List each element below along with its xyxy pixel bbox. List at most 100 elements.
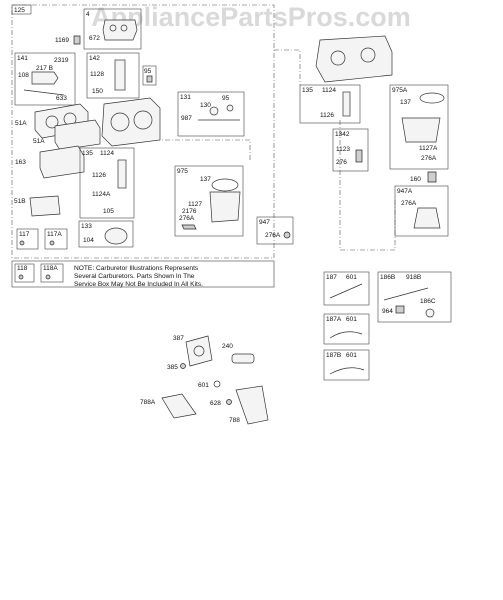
group-118a: 118A: [40, 263, 64, 283]
float-bowl-b-part: [401, 117, 441, 143]
label-2319: 2319: [54, 57, 69, 64]
routing-line-right: [339, 120, 396, 251]
group-133: 133 104: [78, 220, 134, 248]
screw-1169-part: [73, 35, 81, 45]
fuel-line-186b-part: [383, 287, 429, 301]
part-964: [395, 305, 405, 314]
label-135-right: 135: [302, 87, 313, 94]
label-1127: 1127: [188, 201, 202, 208]
cylinder-head: [315, 35, 393, 83]
label-2176: 2176: [182, 208, 197, 215]
group-135-right: 135 1124 1126: [299, 84, 361, 124]
label-187: 187: [326, 274, 337, 281]
gasket-137-part: [211, 178, 239, 192]
label-601-d: 601: [198, 382, 209, 389]
gasket-51a-hole-1: [45, 115, 59, 129]
label-964: 964: [382, 308, 393, 315]
part-118a: [45, 274, 51, 280]
inlet-needle-part: [117, 159, 127, 189]
fuel-line-187a-part: [329, 331, 363, 339]
part-160: [427, 171, 437, 183]
label-601-b: 601: [346, 316, 357, 323]
label-1128: 1128: [90, 71, 104, 78]
watermark: AppliancePartsPros.com: [91, 2, 411, 32]
float-bowl-part: [209, 191, 241, 223]
carb-bore-2: [133, 110, 153, 130]
label-947: 947: [259, 219, 270, 226]
label-163: 163: [15, 159, 26, 166]
group-125: 125: [11, 4, 32, 15]
label-130: 130: [200, 102, 211, 109]
group-118: 118: [14, 263, 35, 283]
label-187b: 187B: [326, 352, 341, 359]
label-387: 387: [173, 335, 184, 342]
callout-box-947: [256, 216, 294, 245]
group-141: 141 2319 217 B 108 633: [14, 52, 76, 106]
label-1169: 1169: [55, 37, 69, 44]
group-187: 187 601: [323, 271, 370, 306]
fuel-pump-port: [193, 345, 205, 357]
group-142: 142 1128 150: [86, 52, 140, 99]
bracket-788a-part: [161, 393, 197, 419]
callout-box-187b: [323, 349, 370, 381]
gasket-51a-2-part: [54, 119, 101, 151]
label-1126-right: 1126: [320, 112, 334, 119]
label-160: 160: [410, 176, 421, 183]
label-137-a: 137: [200, 176, 211, 183]
callout-box-975: [174, 165, 244, 237]
label-104: 104: [83, 237, 94, 244]
carburetor-body: [101, 97, 161, 147]
label-1124-left: 1124: [100, 150, 114, 157]
head-port-2: [360, 47, 376, 63]
label-633: 633: [56, 95, 67, 102]
fuel-filter-part: [231, 353, 255, 364]
group-186b: 186B 918B 964 186C: [377, 271, 452, 323]
part-133: [104, 227, 128, 245]
label-276a-2: 276A: [265, 232, 281, 239]
label-975a: 975A: [392, 87, 408, 94]
routing-line-top: [274, 49, 301, 85]
fuel-line-187-part: [329, 283, 363, 299]
group-51a: 51A 51A: [15, 103, 101, 151]
callout-box-95: [142, 65, 157, 86]
callout-box-975a: [389, 84, 449, 170]
head-gasket-part: [102, 19, 138, 41]
label-95: 95: [144, 68, 152, 75]
callout-box-117a: [44, 228, 68, 250]
bracket-788-part: [235, 385, 269, 425]
group-947a: 947A 276A: [394, 185, 449, 237]
callout-box-118: [14, 263, 35, 283]
callout-box-187a: [323, 313, 370, 345]
label-118a: 118A: [43, 265, 58, 272]
callout-box-1342: [332, 128, 369, 172]
note-frame: [11, 260, 275, 288]
rod-part: [23, 89, 65, 96]
label-975: 975: [177, 168, 188, 175]
label-95-b: 95: [222, 95, 230, 102]
note-line-1: NOTE: Carburetor Illustrations Represent…: [74, 265, 199, 272]
label-276a-1: 276A: [179, 215, 195, 222]
part-117a: [49, 240, 55, 246]
label-51a-2: 51A: [33, 138, 45, 145]
callout-box-4: [83, 8, 142, 50]
label-51a-1: 51A: [15, 120, 27, 127]
label-187a: 187A: [326, 316, 342, 323]
label-217b: 217 B: [36, 65, 53, 72]
bowl-screw-part: [181, 224, 197, 230]
gasket-137-b-part: [419, 92, 445, 104]
group-95: 95: [142, 65, 157, 86]
group-4: 4 672: [83, 8, 142, 50]
callout-box-133: [78, 220, 134, 248]
label-133: 133: [81, 223, 92, 230]
group-125-frame: [11, 4, 275, 259]
label-385: 385: [167, 364, 178, 371]
label-1342: 1342: [335, 131, 350, 138]
callout-box-187: [323, 271, 370, 306]
callout-box-141: [14, 52, 76, 106]
part-130: [209, 106, 219, 116]
part-117: [19, 240, 25, 246]
label-628: 628: [210, 400, 221, 407]
label-51b: 51B: [14, 198, 26, 205]
part-947: [283, 231, 291, 239]
